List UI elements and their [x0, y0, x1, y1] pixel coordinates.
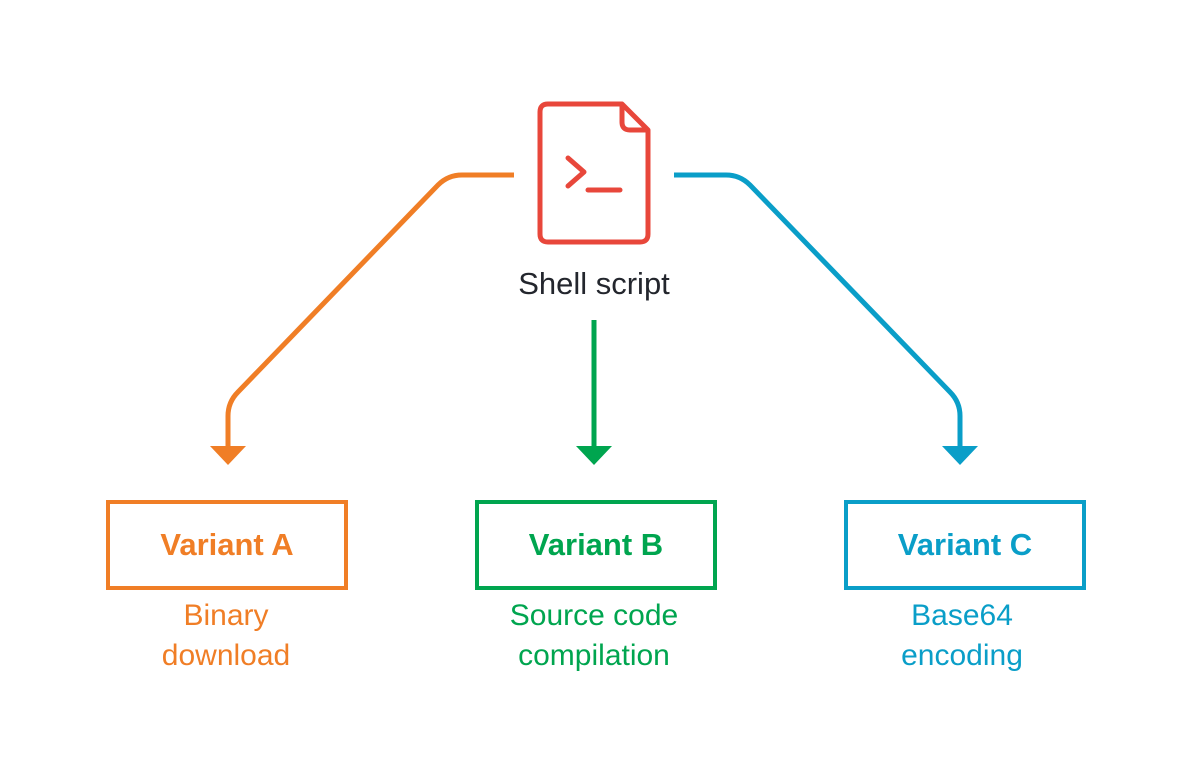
variant-a-title: Variant A: [160, 527, 294, 562]
root-node-label: Shell script: [518, 266, 670, 301]
connector-to-variant-c: [674, 172, 978, 465]
variant-a-description-line-2: download: [161, 639, 291, 672]
terminal-file-icon: [537, 101, 651, 245]
variant-c-box: Variant C: [844, 500, 1086, 590]
connector-to-variant-b: [576, 320, 612, 465]
variant-c-title: Variant C: [897, 527, 1033, 562]
variant-c-description-line-1: Base64: [911, 599, 1013, 632]
variant-a-description: Binary download: [76, 596, 376, 676]
variant-a-box: Variant A: [106, 500, 348, 590]
variant-c-description: Base64 encoding: [812, 596, 1112, 676]
connector-to-variant-a: [210, 172, 514, 465]
variant-a-description-line-1: Binary: [183, 599, 269, 632]
variant-b-description: Source code compilation: [444, 596, 744, 676]
arrowhead-variant-c: [942, 446, 978, 465]
variant-b-description-line-2: compilation: [518, 639, 670, 672]
variant-b-description-line-1: Source code: [509, 599, 679, 632]
variant-b-title: Variant B: [528, 527, 664, 562]
variant-b-box: Variant B: [475, 500, 717, 590]
arrowhead-variant-a: [210, 446, 246, 465]
arrowhead-variant-b: [576, 446, 612, 465]
variant-c-description-line-2: encoding: [901, 639, 1023, 672]
